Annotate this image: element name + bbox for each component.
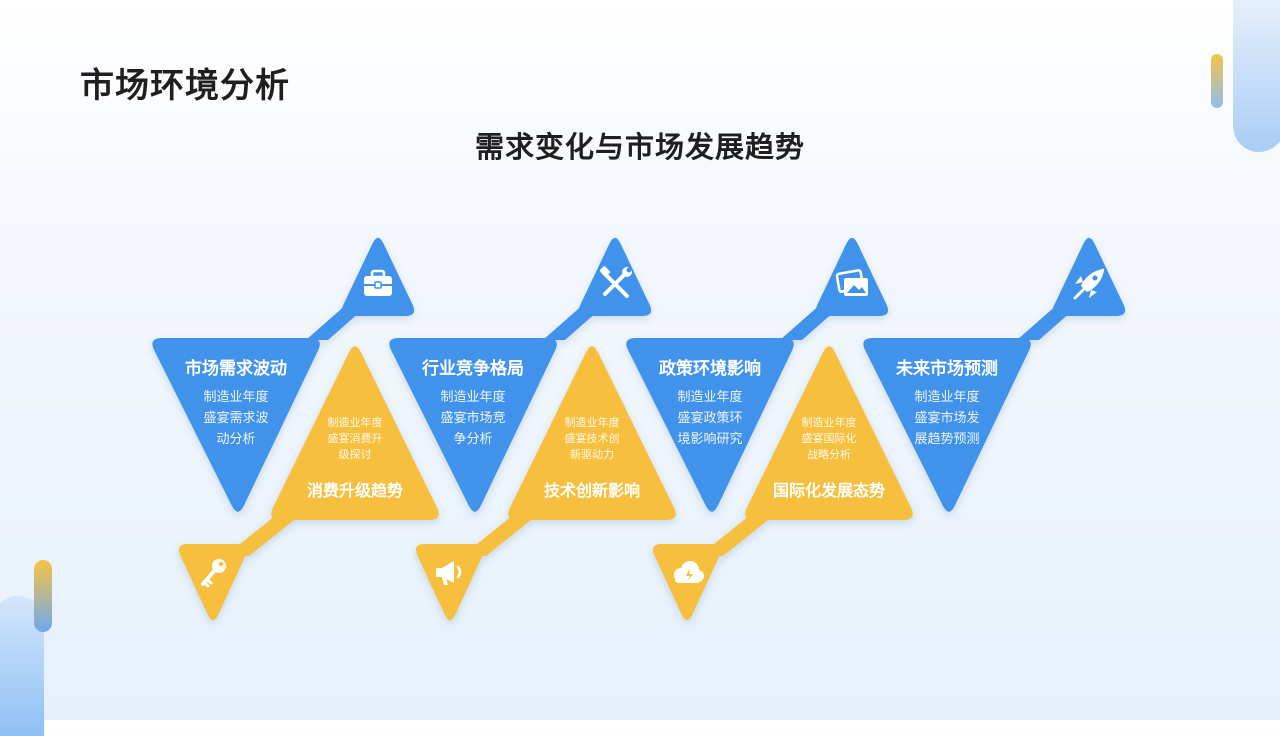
cloud-icon xyxy=(674,561,704,583)
yellow-card-title: 消费升级趋势 xyxy=(306,481,403,500)
yellow-card-1 xyxy=(178,346,439,621)
yellow-card-desc-line: 制造业年度 xyxy=(327,416,383,429)
blue-card-desc-line: 境影响研究 xyxy=(677,432,743,447)
zigzag-diagram xyxy=(152,237,1126,621)
blue-card-desc-line: 制造业年度 xyxy=(677,390,743,405)
blue-card-desc-line: 制造业年度 xyxy=(440,390,506,405)
page-title: 市场环境分析 xyxy=(80,66,290,106)
yellow-card-2 xyxy=(415,346,676,621)
tools-icon xyxy=(599,266,632,298)
briefcase-icon xyxy=(364,269,392,296)
megaphone-icon xyxy=(436,561,462,585)
yellow-card-desc-line: 新驱动力 xyxy=(570,448,614,461)
blue-card-desc-line: 盛宴市场发 xyxy=(914,411,980,426)
blue-card-desc-line: 争分析 xyxy=(453,432,493,447)
blue-card-desc-line: 盛宴需求波 xyxy=(203,411,269,426)
yellow-card-desc-line: 制造业年度 xyxy=(801,416,857,429)
accent-bar-bottom-left xyxy=(34,560,52,632)
accent-bar-top-right xyxy=(1211,54,1223,108)
key-icon xyxy=(201,559,226,588)
blue-card-title: 行业竞争格局 xyxy=(422,359,524,379)
blue-card-3 xyxy=(626,237,889,512)
blue-card-title: 市场需求波动 xyxy=(185,359,287,379)
blue-card-desc-line: 展趋势预测 xyxy=(914,432,980,447)
blue-card-desc-line: 盛宴市场竞 xyxy=(440,411,506,426)
blue-card-2 xyxy=(389,237,652,512)
blue-card-desc-line: 动分析 xyxy=(216,432,256,447)
yellow-card-title: 国际化发展态势 xyxy=(772,481,885,500)
yellow-card-title: 技术创新影响 xyxy=(543,481,640,500)
yellow-card-desc-line: 盛宴国际化 xyxy=(801,432,857,445)
rocket-icon xyxy=(1073,268,1105,300)
blue-card-title: 未来市场预测 xyxy=(896,359,998,379)
yellow-card-desc-line: 级探讨 xyxy=(338,448,372,461)
corner-decoration-top-right xyxy=(1233,0,1280,152)
yellow-card-desc-line: 盛宴消费升 xyxy=(327,432,383,445)
pictures-icon xyxy=(835,269,868,296)
yellow-card-desc-line: 制造业年度 xyxy=(564,416,620,429)
blue-card-desc-line: 制造业年度 xyxy=(914,390,980,405)
yellow-card-desc-line: 战略分析 xyxy=(807,448,851,461)
yellow-card-desc-line: 盛宴技术创 xyxy=(564,432,620,445)
blue-card-desc-line: 盛宴政策环 xyxy=(677,411,743,426)
diagram-subtitle: 需求变化与市场发展趋势 xyxy=(474,130,805,164)
blue-card-title: 政策环境影响 xyxy=(659,359,761,379)
blue-card-desc-line: 制造业年度 xyxy=(203,390,269,405)
